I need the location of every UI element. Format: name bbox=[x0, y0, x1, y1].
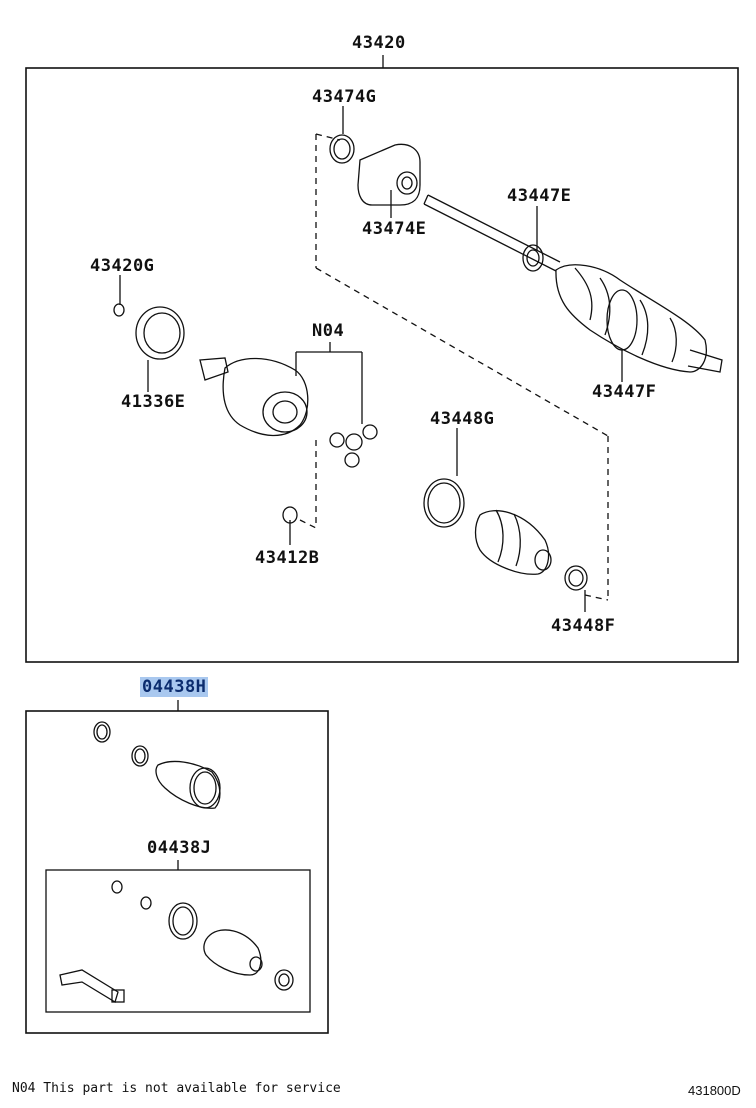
footer-note: N04 This part is not available for servi… bbox=[12, 1081, 341, 1096]
label-43448F: 43448F bbox=[551, 616, 616, 636]
frame-04438J bbox=[45, 869, 311, 1013]
label-43447F: 43447F bbox=[592, 382, 657, 402]
label-N04: N04 bbox=[312, 321, 345, 341]
label-43412B: 43412B bbox=[255, 548, 320, 568]
frame-04438H bbox=[25, 710, 329, 1034]
label-04438J: 04438J bbox=[147, 838, 212, 858]
label-41336E: 41336E bbox=[121, 392, 186, 412]
label-43474G: 43474G bbox=[312, 87, 377, 107]
diagram-code: 431800D bbox=[688, 1083, 741, 1098]
label-43474E: 43474E bbox=[362, 219, 427, 239]
label-43447E: 43447E bbox=[507, 186, 572, 206]
label-43420: 43420 bbox=[352, 33, 406, 53]
label-04438H[interactable]: 04438H bbox=[140, 677, 209, 697]
frame-43420 bbox=[25, 67, 739, 663]
label-43448G: 43448G bbox=[430, 409, 495, 429]
label-43420G: 43420G bbox=[90, 256, 155, 276]
